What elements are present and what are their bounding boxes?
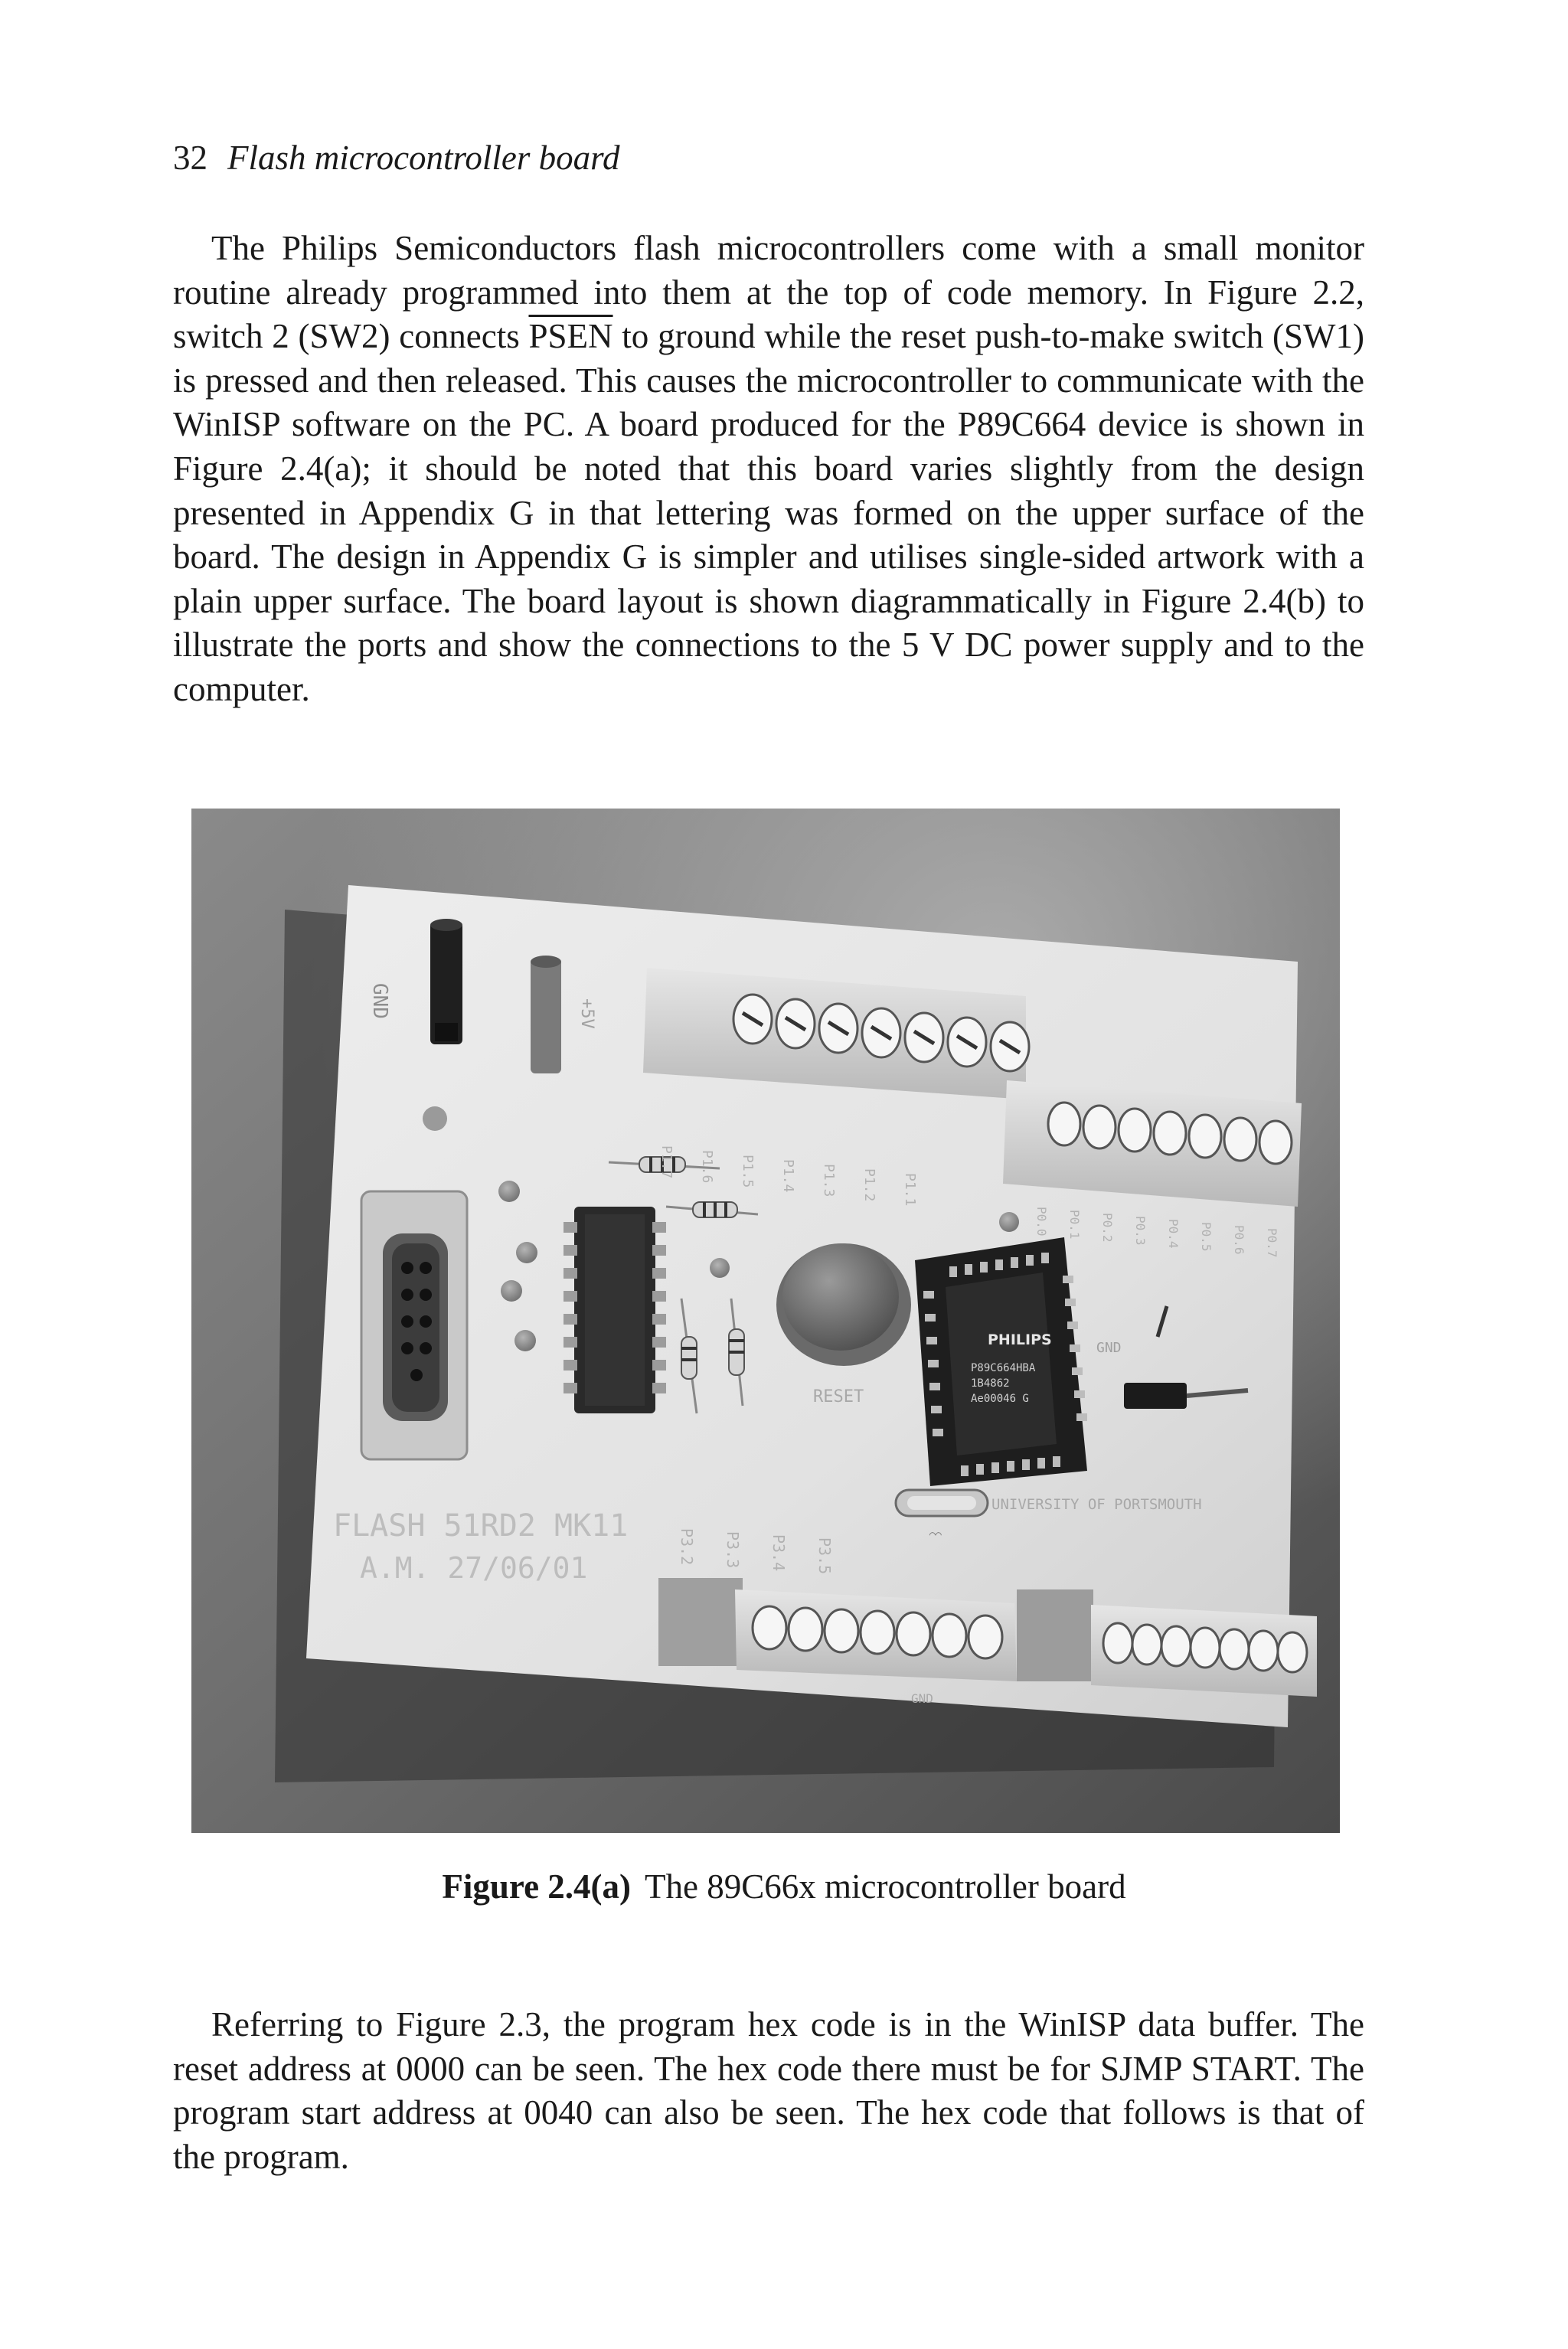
silk-port-label: P1.7	[658, 1145, 675, 1178]
plus-5v-socket	[531, 956, 561, 1073]
page-number: 32	[173, 139, 207, 177]
terminal-block-bottom-right	[1017, 1589, 1317, 1697]
silk-port-label: P3.4	[769, 1534, 788, 1571]
silk-port-label: P1.3	[821, 1164, 837, 1197]
crystal-mark: ⌒⌒	[929, 1529, 942, 1540]
resistor	[680, 1298, 698, 1414]
psen-signal: PSEN	[528, 317, 613, 356]
terminal-block-top	[643, 968, 1031, 1099]
silk-port-label: P1.5	[740, 1155, 756, 1188]
capacitor	[999, 1212, 1019, 1232]
silk-port-label: P3.3	[724, 1531, 742, 1568]
capacitor	[501, 1280, 522, 1302]
reset-push-button	[776, 1243, 911, 1366]
board-photo: GND +5V	[191, 809, 1340, 1833]
terminal-block-bottom-left	[658, 1578, 1017, 1681]
silk-university: UNIVERSITY OF PORTSMOUTH	[991, 1496, 1202, 1513]
silk-gnd-right: GND	[1096, 1340, 1122, 1356]
silk-port-label: P1.6	[699, 1150, 715, 1183]
chip-line-3: Ae00046 G	[971, 1393, 1029, 1405]
figure-caption: Figure 2.4(a) The 89C66x microcontroller …	[0, 1865, 1568, 1908]
silk-port-label: P1.2	[861, 1168, 877, 1201]
silk-port-label: P1.4	[780, 1159, 796, 1192]
silk-port-label: P1.1	[902, 1173, 918, 1206]
silk-port-label: P0.2	[1100, 1213, 1115, 1243]
paragraph-2-text: Referring to Figure 2.3, the program hex…	[173, 2005, 1364, 2176]
crystal	[894, 1488, 989, 1518]
silk-initials-date: A.M. 27/06/01	[360, 1551, 587, 1585]
silk-gnd-top: GND	[368, 983, 391, 1019]
silk-port-label: P0.6	[1232, 1225, 1246, 1255]
capacitor	[514, 1330, 536, 1351]
mounting-hole	[423, 1106, 447, 1131]
plcc-microcontroller: PHILIPS P89C664HBA 1B4862 Ae00046 G	[915, 1237, 1087, 1486]
paragraph-1-text-b: to ground while the reset push-to-make s…	[173, 317, 1364, 708]
silk-port-label: P0.1	[1067, 1210, 1082, 1240]
silk-gnd-bottom: GND	[911, 1691, 933, 1706]
silk-port-label: P0.4	[1166, 1219, 1181, 1249]
resistor	[728, 1298, 745, 1406]
capacitor	[498, 1181, 520, 1202]
paragraph-1-text-a: The Philips Semiconductors flash microco…	[173, 229, 1364, 356]
figure-label: Figure 2.4(a)	[442, 1867, 632, 1906]
silk-port-label: P3.5	[815, 1537, 834, 1574]
gnd-socket	[430, 919, 462, 1044]
silk-port-label: P0.0	[1034, 1207, 1049, 1237]
silk-board-name: FLASH 51RD2 MK11	[333, 1508, 628, 1544]
chip-line-1: P89C664HBA	[971, 1362, 1036, 1374]
running-head: 32 Flash microcontroller board	[173, 136, 619, 179]
db9-serial-connector	[360, 1190, 469, 1461]
silk-port-label: P0.3	[1133, 1216, 1148, 1246]
silk-port-label: P3.2	[678, 1528, 696, 1565]
silk-plus-5v: +5V	[577, 998, 596, 1029]
silk-port-label: P0.7	[1265, 1228, 1279, 1258]
chip-line-2: 1B4862	[971, 1377, 1010, 1390]
body-paragraph-2: Referring to Figure 2.3, the program hex…	[173, 2003, 1364, 2179]
silk-reset: RESET	[813, 1387, 864, 1406]
resistor	[608, 1156, 720, 1173]
chapter-title: Flash microcontroller board	[227, 139, 620, 177]
jumper-header	[1124, 1305, 1249, 1409]
figure-caption-text: The 89C66x microcontroller board	[645, 1867, 1126, 1906]
capacitor	[710, 1258, 730, 1278]
terminal-block-right	[1003, 1080, 1302, 1207]
silk-port-label: P0.5	[1199, 1222, 1214, 1252]
chip-brand: PHILIPS	[988, 1331, 1052, 1348]
body-paragraph-1: The Philips Semiconductors flash microco…	[173, 227, 1364, 712]
capacitor	[516, 1242, 537, 1263]
resistor	[665, 1201, 759, 1218]
dip-ic-chip	[564, 1207, 666, 1413]
